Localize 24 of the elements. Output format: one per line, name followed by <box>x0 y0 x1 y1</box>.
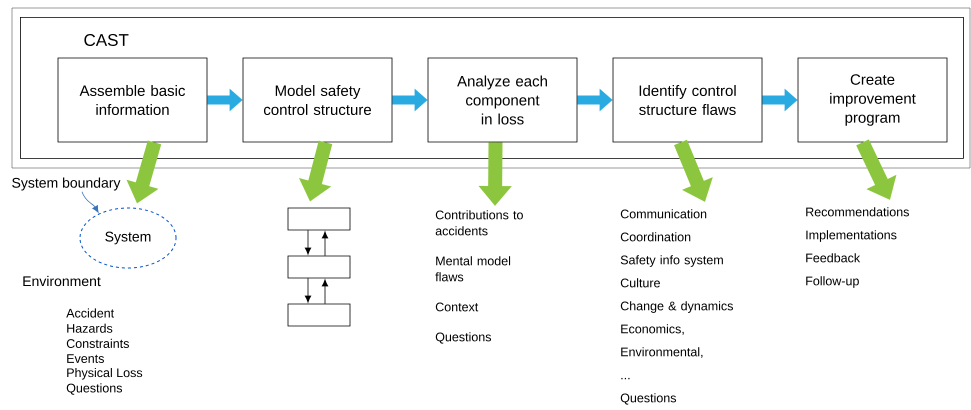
item-label: Events <box>67 354 104 363</box>
item-list: Contributions to accidents Mental model flaws Context Questions <box>435 210 523 344</box>
item-label: Hazards <box>67 324 112 333</box>
arrow <box>304 230 312 255</box>
item-label: Accident <box>66 308 114 318</box>
boundary-label: System boundary <box>12 177 120 191</box>
control-box <box>288 208 350 230</box>
arrow <box>322 231 328 256</box>
arrow <box>322 279 328 304</box>
control-box <box>288 256 350 278</box>
control-box <box>288 304 350 326</box>
process-box: Analyze each component in loss <box>428 58 578 142</box>
item-label: Constraints <box>66 338 129 348</box>
arrow <box>304 278 312 303</box>
process-box: Model safety control structure <box>242 58 392 142</box>
leader-line <box>82 191 99 213</box>
process-box: Assemble basic information <box>58 58 208 142</box>
process-box: Create improvement program <box>798 58 948 142</box>
item-list: Recommendations Implementations Feedback Follow-up <box>806 207 909 288</box>
item-label: Questions <box>66 383 122 395</box>
item-list: Communication Coordination Safety info system Culture Change & dynamics Economics, Environmental, ... Questions <box>620 209 733 405</box>
item-label: Physical Loss <box>67 368 142 380</box>
process-box: Identify control structure flaws <box>612 58 762 142</box>
item-label: Environment <box>23 276 101 286</box>
